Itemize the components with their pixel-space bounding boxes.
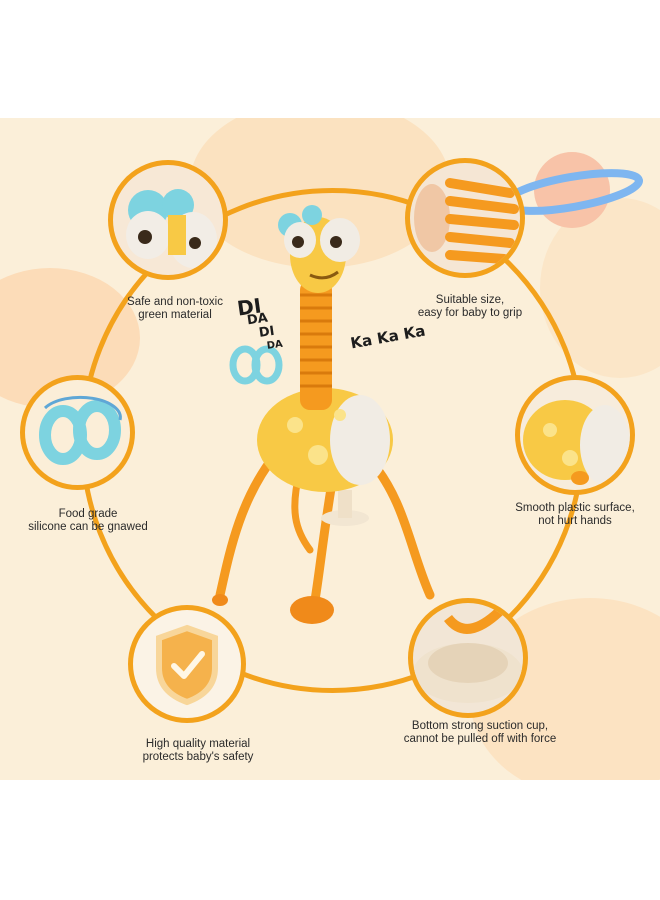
caption-suction-cup: Bottom strong suction cup, cannot be pul… (403, 720, 557, 745)
callout-hand-grip (405, 158, 525, 278)
caption-food-grade: Food grade silicone can be gnawed (28, 508, 148, 533)
caption-smooth-surface: Smooth plastic surface, not hurt hands (515, 502, 635, 527)
callout-toy-body (515, 375, 635, 495)
caption-safe-material: Safe and non-toxic green material (127, 296, 223, 321)
callout-shield (128, 605, 246, 723)
caption-suitable-size: Suitable size, easy for baby to grip (417, 294, 523, 319)
callout-suction-cup (408, 598, 528, 718)
teether-closeup (39, 395, 122, 465)
toy-eyes-closeup (126, 189, 217, 268)
caption-high-quality: High quality material protects baby's sa… (142, 738, 254, 763)
callout-teether (20, 375, 135, 490)
giraffe-toy (212, 205, 435, 624)
suction-cup-closeup (413, 604, 523, 703)
sound-text-left: DI DA DI DA (235, 293, 284, 352)
shield-check-icon (156, 624, 218, 706)
toy-body-closeup (523, 400, 630, 485)
callout-toy-eyes (108, 160, 228, 280)
hand-grip-closeup (414, 178, 519, 264)
